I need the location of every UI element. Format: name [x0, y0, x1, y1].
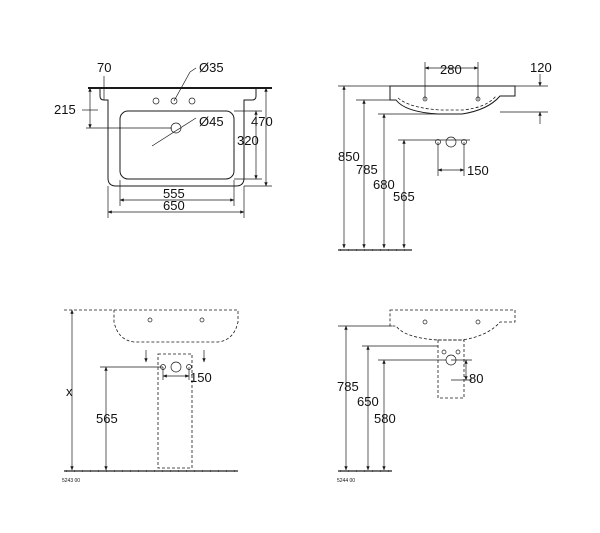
label-785: 785	[356, 162, 378, 177]
pedestal-basin-outline	[64, 309, 239, 343]
label-680: 680	[373, 177, 395, 192]
label-565: 565	[393, 189, 415, 204]
label-565b: 565	[96, 411, 118, 426]
label-320: 320	[237, 133, 259, 148]
label-470: 470	[251, 114, 273, 129]
waste-connection	[445, 136, 457, 148]
basin-bowl	[119, 110, 235, 180]
waste-outlet	[170, 122, 182, 134]
tap-hole-right	[188, 97, 196, 105]
label-555: 555	[163, 186, 185, 201]
semi-pedestal-view: 785 650 580 80 5244 00	[337, 309, 516, 484]
label-580: 580	[374, 411, 396, 426]
side-view: 280 120 850 785 680 565 150	[338, 60, 552, 251]
product-code-5244: 5244 00	[337, 478, 355, 484]
top-view: 70 215 Ø35 Ø45 470 320 555 650	[54, 60, 273, 218]
semi-basin-outline	[389, 309, 516, 341]
label-150: 150	[467, 163, 489, 178]
label-850: 850	[338, 149, 360, 164]
tap-hole-center	[170, 97, 178, 105]
tap-hole-left	[152, 97, 160, 105]
leader-hole-35	[173, 71, 191, 102]
label-80: 80	[469, 371, 483, 386]
label-70: 70	[97, 60, 111, 75]
pedestal-view: x 565 150 5243 00	[62, 309, 239, 484]
label-785b: 785	[337, 379, 359, 394]
side-basin-outline	[389, 85, 516, 115]
pedestal-column	[157, 353, 193, 469]
label-650: 650	[163, 198, 185, 213]
semi-pedestal-body	[437, 339, 465, 399]
label-650b: 650	[357, 394, 379, 409]
label-280: 280	[440, 62, 462, 77]
label-x: x	[66, 384, 73, 399]
product-code-5243: 5243 00	[62, 478, 80, 484]
basin-outline	[99, 88, 257, 187]
label-215: 215	[54, 102, 76, 117]
label-hole-45: Ø45	[199, 114, 224, 129]
leader-hole-45	[151, 117, 197, 147]
label-hole-35: Ø35	[199, 60, 224, 75]
label-150b: 150	[190, 370, 212, 385]
label-120: 120	[530, 60, 552, 75]
